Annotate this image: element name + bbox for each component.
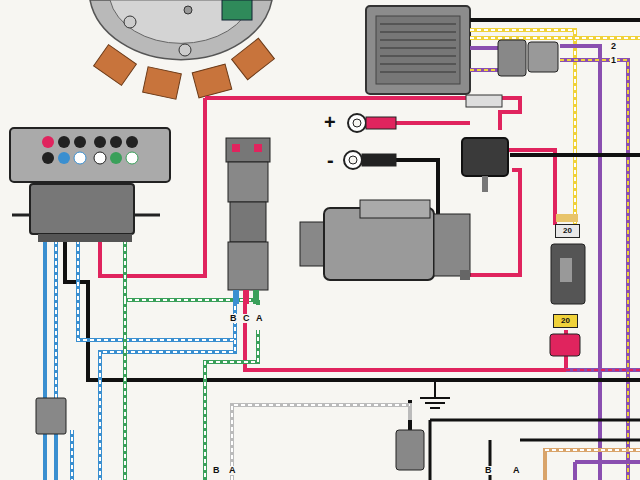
terminal-sign: + <box>323 112 337 132</box>
terminal-sign: - <box>326 150 335 170</box>
fuse-box: 20 <box>555 224 580 238</box>
connector <box>36 398 424 470</box>
connector <box>466 40 558 107</box>
pin-letter: C <box>242 314 251 323</box>
pin-letter: B <box>212 466 221 475</box>
fuse-box: 20 <box>553 314 578 328</box>
battery-terminals <box>344 114 396 169</box>
power-pack <box>366 6 470 94</box>
pin-letter: A <box>255 314 264 323</box>
pin-letter: 1 <box>610 56 617 65</box>
fuse-rating: 20 <box>563 227 572 235</box>
pin-letter: A <box>512 466 521 475</box>
terminal-block <box>10 128 170 242</box>
fuse-holder <box>550 214 585 356</box>
stator <box>90 0 274 99</box>
pin-letter: B <box>484 466 493 475</box>
fuse-rating: 20 <box>561 317 570 325</box>
starter-motor <box>300 200 470 280</box>
pin-letter: B <box>229 314 238 323</box>
pin-letter: 2 <box>610 42 617 51</box>
pin-letter: A <box>228 466 237 475</box>
solenoid <box>462 138 508 192</box>
wires <box>45 20 640 480</box>
connector <box>226 138 270 304</box>
